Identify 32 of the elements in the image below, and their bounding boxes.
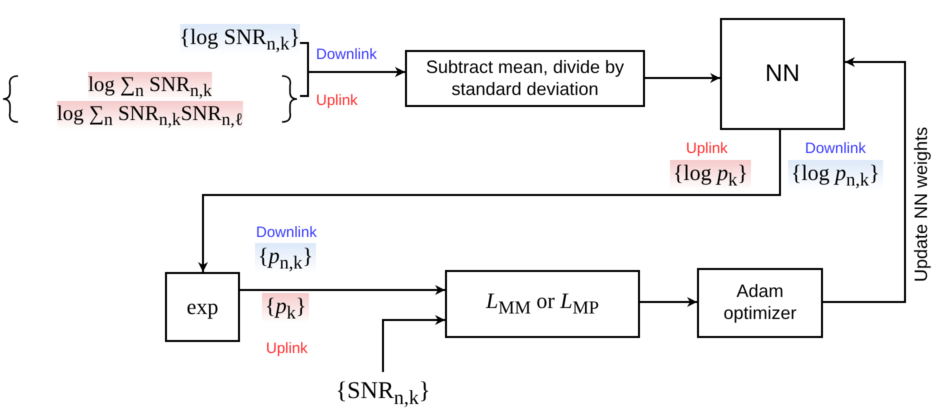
link-direction-label: Uplink	[316, 92, 358, 109]
arrow	[240, 285, 445, 295]
formula: {SNR$_{n,k}$}	[336, 376, 430, 410]
formula: {log p$_{k}$}	[670, 160, 751, 190]
arrow	[823, 57, 906, 303]
arrow	[645, 73, 720, 83]
link-direction-label: Downlink	[256, 224, 317, 241]
formula: {p$_{k}$}	[262, 293, 310, 324]
box-label: Adam optimizer	[722, 281, 798, 325]
arrow	[382, 315, 445, 372]
arrow	[198, 130, 781, 272]
link-direction-label: Uplink	[266, 340, 308, 357]
formula: {log SNR$_{n,k}$}	[180, 24, 300, 56]
box-label: exp	[186, 294, 220, 320]
formula: log ∑$_{n}$ SNR$_{n,k}$SNR$_{n,ℓ}$	[56, 101, 244, 130]
arrow	[300, 67, 405, 97]
link-direction-label: Downlink	[805, 140, 866, 157]
box-label: L$_{MM}$ or L$_{MP}$	[484, 288, 600, 320]
process-box	[720, 18, 845, 130]
process-box	[445, 270, 640, 338]
arrow	[640, 297, 697, 307]
link-direction-label: Uplink	[686, 140, 728, 157]
formula: {log p$_{n,k}$}	[788, 160, 883, 190]
process-box	[165, 272, 240, 342]
formula: {p$_{n,k}$}	[255, 243, 316, 274]
box-label: NN	[764, 60, 801, 88]
box-label: Subtract mean, divide by standard deviation	[424, 56, 626, 100]
process-box	[405, 50, 645, 107]
process-box	[697, 268, 823, 338]
formula: log ∑$_{n}$ SNR$_{n,k}$	[88, 72, 212, 101]
link-direction-label: Downlink	[316, 46, 377, 63]
edge-label: Update NN weights	[911, 126, 932, 282]
